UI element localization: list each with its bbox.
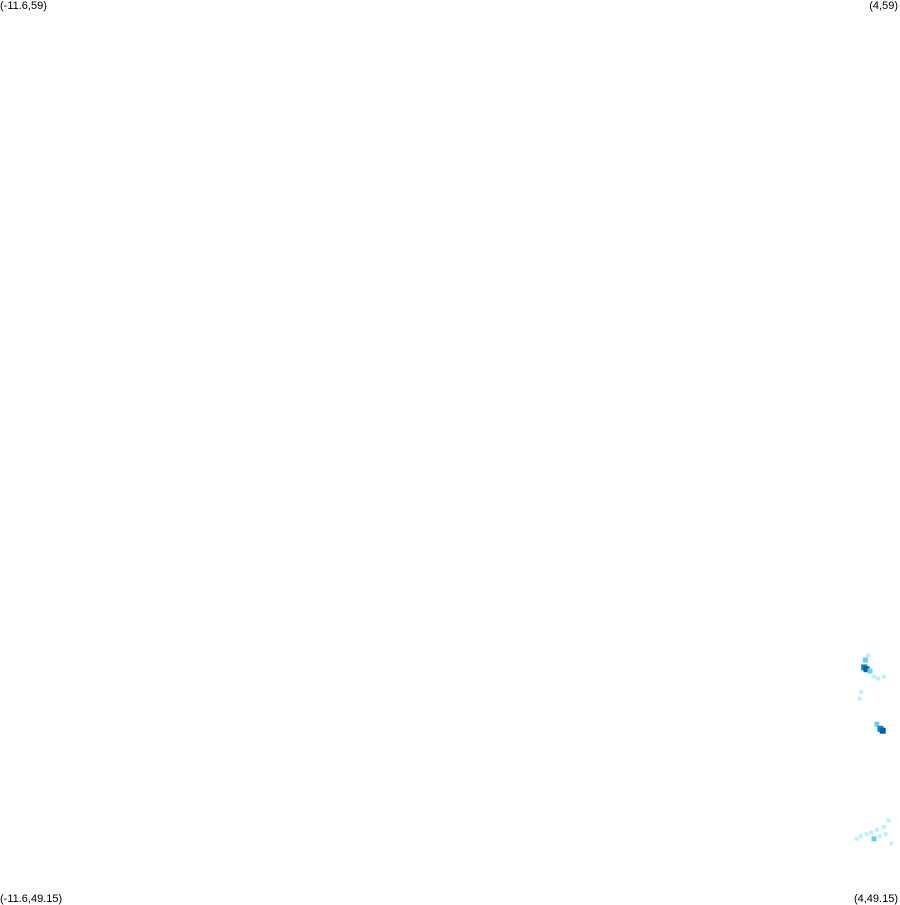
top-right-coordinate: (4,59) bbox=[869, 0, 898, 12]
bottom-left-coordinate: (-11.6,49.15) bbox=[0, 893, 63, 905]
bottom-right-coordinate: (4,49.15) bbox=[853, 893, 898, 905]
density-point bbox=[858, 834, 863, 839]
density-point bbox=[881, 824, 886, 829]
density-point bbox=[886, 818, 891, 823]
density-point bbox=[871, 836, 877, 842]
density-point bbox=[867, 668, 873, 674]
density-point bbox=[857, 696, 862, 701]
density-point bbox=[859, 690, 864, 695]
density-point bbox=[883, 832, 888, 837]
density-point bbox=[862, 657, 868, 663]
density-point bbox=[874, 721, 880, 727]
top-left-coordinate: (-11.6,59) bbox=[0, 0, 47, 12]
density-point bbox=[881, 674, 886, 679]
density-point bbox=[869, 830, 874, 835]
density-point bbox=[877, 834, 882, 839]
density-point bbox=[889, 841, 894, 846]
density-point bbox=[866, 653, 871, 658]
density-point bbox=[864, 832, 869, 837]
density-point bbox=[863, 666, 870, 673]
density-point bbox=[876, 676, 881, 681]
density-point bbox=[854, 836, 859, 841]
density-point bbox=[872, 674, 876, 679]
density-point bbox=[879, 727, 886, 734]
density-point bbox=[874, 827, 879, 832]
